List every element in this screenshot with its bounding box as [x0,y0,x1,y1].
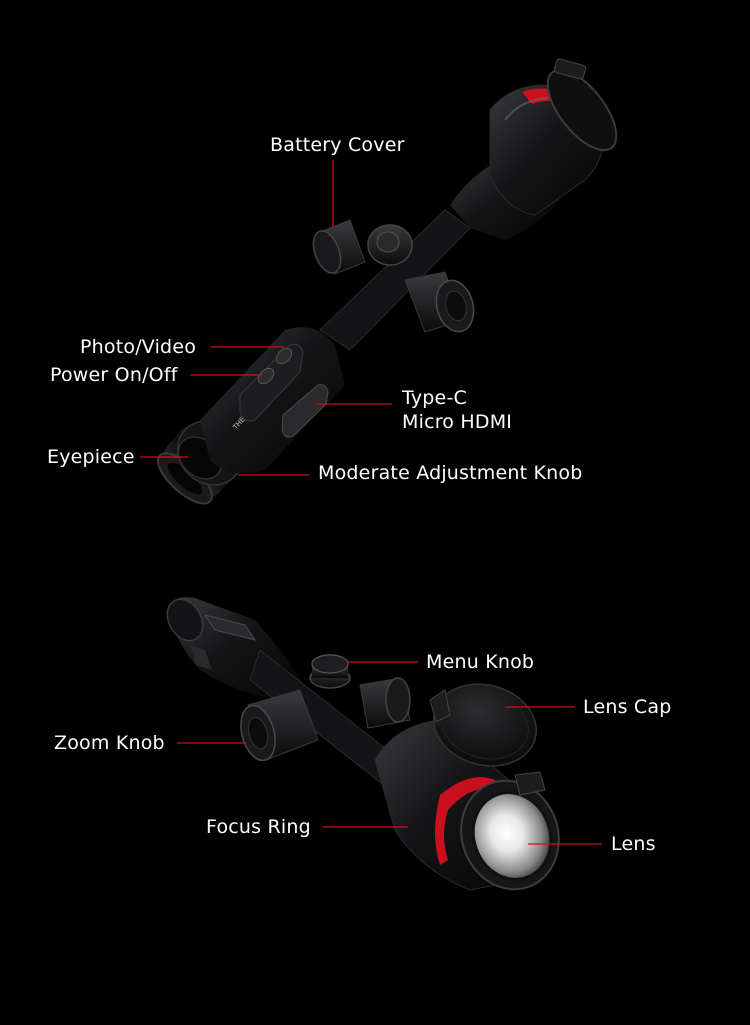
objective-bell [450,160,560,240]
label-zoom-knob: Zoom Knob [54,732,165,754]
label-micro-hdmi: Micro HDMI [402,411,513,433]
label-menu-knob: Menu Knob [426,651,535,673]
bottom-leader-lines [177,661,602,845]
label-type-c: Type-C [402,387,467,409]
battery-cover-knob [312,230,342,274]
top-scope: THERMAL RIFLESCOPE [156,58,618,505]
label-lens-cap: Lens Cap [583,696,672,718]
lens-glass [473,792,551,880]
focus-ring [435,777,502,865]
label-moderate-adjustment-knob: Moderate Adjustment Knob [318,462,583,484]
label-power-on-off: Power On/Off [50,364,178,386]
label-photo-video: Photo/Video [80,336,197,358]
bottom-scope [166,597,560,891]
label-focus-ring: Focus Ring [206,816,311,838]
top-leader-lines [140,160,392,476]
label-lens: Lens [611,833,656,855]
label-eyepiece: Eyepiece [47,446,135,468]
power-button [257,367,275,385]
label-battery-cover: Battery Cover [270,134,405,156]
photo-video-button [275,347,293,365]
